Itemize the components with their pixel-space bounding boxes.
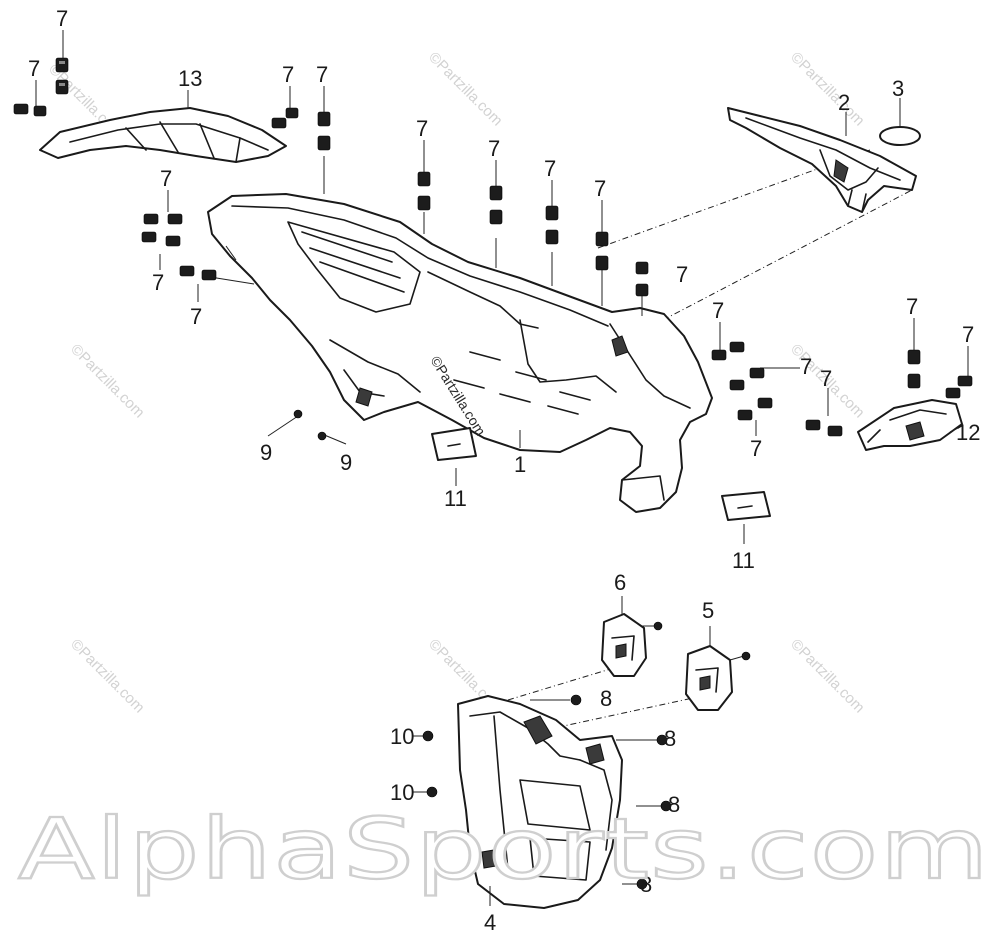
callout-7: 7: [416, 116, 428, 141]
callout-11: 11: [732, 548, 755, 573]
part-11-pad-right: [721, 491, 771, 521]
callout-8: 8: [664, 726, 676, 751]
clip: [729, 367, 765, 391]
screw: [907, 349, 921, 389]
clip: [141, 231, 181, 247]
clip: [271, 107, 299, 129]
clip: [179, 265, 217, 281]
screw: [417, 171, 431, 211]
callout-6: 6: [614, 570, 626, 595]
callout-2: 2: [838, 90, 850, 115]
callout-7: 7: [282, 62, 294, 87]
callout-7: 7: [712, 298, 724, 323]
part-1-main-fender: [207, 193, 713, 513]
partzilla-watermark: ©Partzilla.com: [787, 636, 868, 717]
small-screw: [293, 409, 327, 441]
callout-11: 11: [444, 486, 467, 511]
callout-7: 7: [190, 304, 202, 329]
callout-10: 10: [390, 780, 414, 805]
callout-7: 7: [544, 156, 556, 181]
bolt: [570, 694, 668, 746]
callout-9: 9: [340, 450, 352, 475]
partzilla-watermark: ©Partzilla.com: [67, 341, 148, 422]
callout-8: 8: [668, 792, 680, 817]
part-6-bracket: [601, 613, 647, 677]
part-2-side-bracket: [727, 107, 917, 213]
callout-7: 7: [594, 176, 606, 201]
callout-8: 8: [640, 872, 652, 897]
callout-7: 7: [56, 6, 68, 31]
callout-7: 7: [160, 166, 172, 191]
clip: [737, 397, 773, 421]
clip: [945, 375, 973, 399]
callout-7: 7: [820, 366, 832, 391]
callout-3: 3: [892, 76, 904, 101]
clip: [13, 103, 47, 117]
callout-7: 7: [962, 322, 974, 347]
leader-lines: [35, 30, 969, 906]
partzilla-watermark: ©Partzilla.com: [787, 49, 868, 130]
callout-7: 7: [800, 354, 812, 379]
callout-7: 7: [488, 136, 500, 161]
callout-5: 5: [702, 598, 714, 623]
fasteners: [13, 57, 973, 890]
callout-7: 7: [676, 262, 688, 287]
part-12-clip-bracket: [857, 399, 963, 451]
callout-8: 8: [600, 686, 612, 711]
part-13-upper-rail: [39, 107, 287, 163]
screw: [55, 57, 69, 73]
callout-13: 13: [178, 66, 202, 91]
screw: [317, 111, 331, 151]
bolt: [422, 730, 438, 798]
callout-10: 10: [390, 724, 414, 749]
callout-12: 12: [956, 420, 980, 445]
screw: [545, 205, 559, 245]
callout-7: 7: [906, 294, 918, 319]
bolt: [653, 621, 751, 661]
callout-7: 7: [28, 56, 40, 81]
callout-labels: 13 2 3 1 12 9 9 11 11 6 5 4 10 10 8 8 8 …: [28, 6, 980, 935]
alphasports-banner-watermark: AlphaSports.com: [18, 800, 990, 898]
partzilla-watermark: ©Partzilla.com: [67, 636, 148, 717]
partzilla-watermark: ©Partzilla.com: [425, 49, 506, 130]
callout-4: 4: [484, 910, 496, 935]
callout-1: 1: [514, 452, 526, 477]
callout-9: 9: [260, 440, 272, 465]
screw: [595, 231, 609, 271]
clip: [143, 213, 183, 225]
part-3-o-ring: [879, 126, 921, 146]
part-4-lower-panel: [457, 695, 623, 909]
bolt: [636, 800, 672, 890]
clip: [805, 419, 843, 437]
screw: [55, 79, 69, 95]
screw: [635, 261, 649, 297]
part-11-pad-left: [431, 427, 477, 461]
callout-7: 7: [316, 62, 328, 87]
part-5-bracket: [685, 645, 733, 711]
callout-7: 7: [750, 436, 762, 461]
screw: [489, 185, 503, 225]
clip: [711, 341, 745, 361]
callout-7: 7: [152, 270, 164, 295]
